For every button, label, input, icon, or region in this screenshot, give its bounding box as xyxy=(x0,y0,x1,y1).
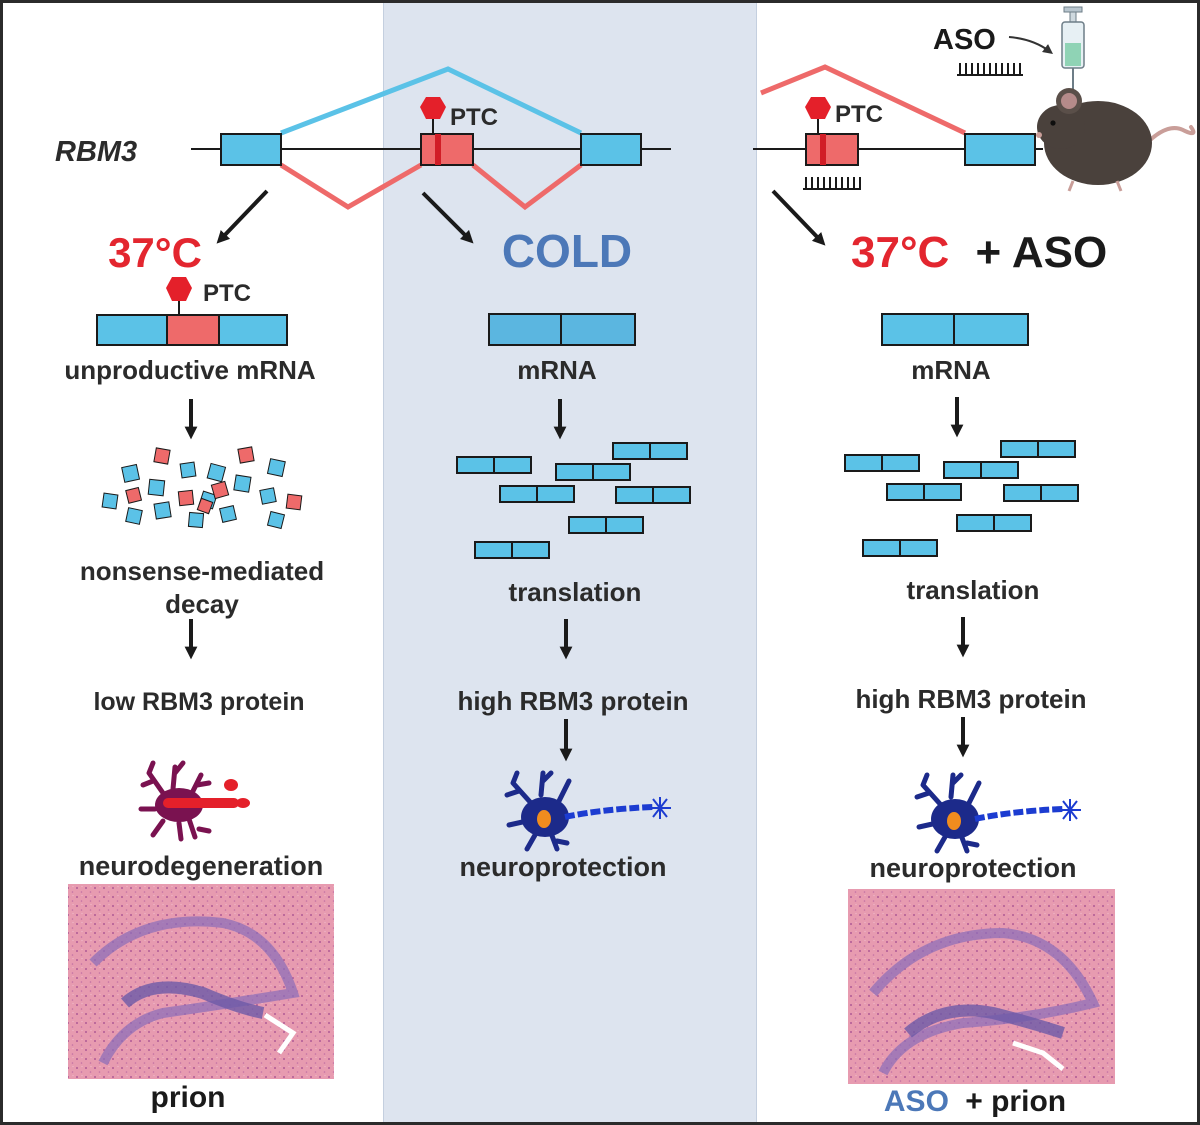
cold-condition-band xyxy=(383,3,757,1122)
ptc-label-warm: PTC xyxy=(203,280,251,307)
degraded-fragments xyxy=(101,446,303,530)
heading-aso: 37°C + ASO xyxy=(851,228,1107,277)
gene-name: RBM3 xyxy=(55,136,137,168)
exon-left xyxy=(220,133,282,166)
warm-splice-junction-right xyxy=(471,163,583,211)
mrna-cold xyxy=(488,313,562,346)
mouse-icon xyxy=(1036,88,1196,192)
nmd-label-line2: decay xyxy=(165,589,239,619)
translated-mrna-copies xyxy=(844,440,1079,557)
translation-label-aso: translation xyxy=(907,575,1040,605)
stop-sign-icon xyxy=(420,97,446,119)
mrna-aso xyxy=(881,313,955,346)
diagram-svg: RBM3 PTC PTC xyxy=(55,6,1196,1118)
protein-label-cold: high RBM3 protein xyxy=(457,686,688,716)
tissue-label-aso-rest: + prion xyxy=(965,1085,1066,1118)
tissue-label-aso-word: ASO xyxy=(884,1085,949,1118)
arrow-to-warm xyxy=(216,189,269,244)
outcome-label-aso: neuroprotection xyxy=(870,853,1077,883)
aso-oligo-bound xyxy=(803,177,861,190)
mrna-label-cold: mRNA xyxy=(517,355,597,385)
poison-exon xyxy=(420,133,474,166)
tissue-label-aso: ASO + prion xyxy=(884,1085,1066,1118)
ptc-label-aso: PTC xyxy=(835,101,883,128)
healthy-neuron-icon xyxy=(914,772,1081,854)
heading-cold: COLD xyxy=(502,225,632,277)
stop-sign-icon xyxy=(805,97,831,119)
arrow-to-cold xyxy=(421,191,474,244)
warm-column: PTC unproductive mRNA xyxy=(64,277,334,1114)
heading-aso-plus: + ASO xyxy=(976,228,1108,277)
ptc-label: PTC xyxy=(450,104,498,131)
mrna-label-aso: mRNA xyxy=(911,355,991,385)
aso-label: ASO xyxy=(933,24,996,56)
degenerating-neuron-icon xyxy=(138,760,250,842)
stop-sign-icon xyxy=(166,277,192,301)
healthy-neuron-icon xyxy=(504,770,671,852)
mrna-label-warm: unproductive mRNA xyxy=(64,355,316,385)
translated-mrna-copies xyxy=(456,442,691,559)
aso-column: mRNA translation high RBM3 protein xyxy=(844,313,1115,1118)
tissue-label-warm: prion xyxy=(151,1081,226,1114)
warm-splice-junction-left xyxy=(279,162,423,210)
heading-aso-temp: 37°C xyxy=(851,228,949,277)
ptc-stripe xyxy=(435,134,441,165)
arrow-to-aso xyxy=(771,189,826,246)
ptc-segment xyxy=(166,314,220,346)
heading-warm: 37°C xyxy=(108,229,202,276)
exon-right-aso xyxy=(964,133,1036,166)
gene-diagram-aso: PTC ASO xyxy=(753,6,1196,192)
syringe-icon xyxy=(1061,6,1085,91)
outcome-label-cold: neuroprotection xyxy=(460,852,667,882)
cold-column: mRNA translation high RBM3 protein xyxy=(456,313,691,882)
gene-diagram: RBM3 PTC xyxy=(55,66,671,211)
nmd-label-line1: nonsense-mediated xyxy=(80,556,324,586)
protein-label-warm: low RBM3 protein xyxy=(93,688,304,716)
prion-tissue-section xyxy=(68,884,334,1079)
exon-right xyxy=(580,133,642,166)
cold-splice-junction xyxy=(280,66,583,136)
poison-exon-aso xyxy=(805,133,859,166)
aso-prion-tissue-section xyxy=(848,889,1115,1084)
aso-oligo-free xyxy=(957,63,1023,76)
aso-splice-junction xyxy=(760,64,967,136)
outcome-label-warm: neurodegeneration xyxy=(79,851,324,881)
protein-label-aso: high RBM3 protein xyxy=(855,684,1086,714)
translation-label-cold: translation xyxy=(509,577,642,607)
